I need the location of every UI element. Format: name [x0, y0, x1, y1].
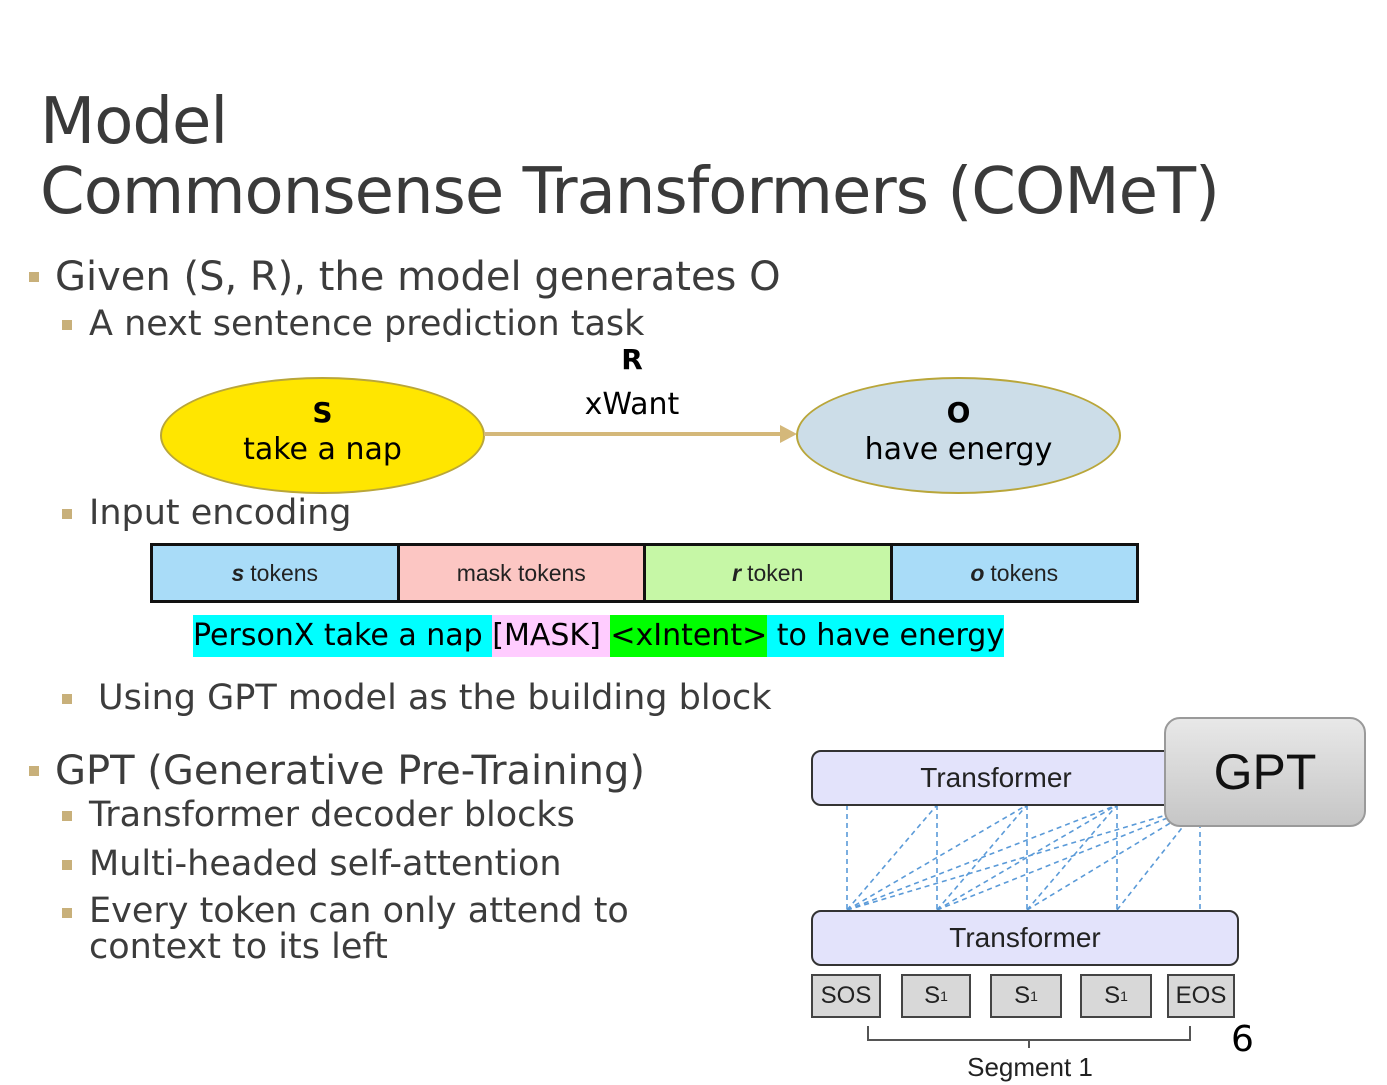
- bullet-marker: [29, 766, 39, 776]
- encoding-relation: <xIntent>: [610, 615, 768, 657]
- bullet-attend-left-line2: context to its left: [89, 927, 388, 967]
- token-segment-letter: s: [231, 559, 245, 586]
- token-segment-o: o tokens: [892, 546, 1136, 600]
- slide-title-line2: Commonsense Transformers (COMeT): [40, 155, 1220, 229]
- bullet-gpt: GPT (Generative Pre-Training): [55, 748, 645, 794]
- token-segment-label: token: [747, 559, 804, 586]
- slide-title-line1: Model: [40, 85, 228, 159]
- token-segment-s: s tokens: [153, 546, 400, 600]
- sequence-token-sos: SOS: [811, 974, 881, 1018]
- sequence-token-subscript: 1: [940, 988, 948, 1004]
- sequence-token-subscript: 1: [1120, 988, 1128, 1004]
- subject-ellipse: S take a nap: [160, 377, 485, 494]
- encoding-mask: [MASK]: [492, 615, 611, 657]
- relation-text: xWant: [584, 387, 680, 422]
- token-segment-letter: o: [970, 559, 985, 586]
- token-segment-mask: mask tokens: [399, 546, 646, 600]
- token-segment-letter: r: [732, 559, 742, 586]
- page-number: 6: [1231, 1019, 1254, 1060]
- relation-arrow: [484, 425, 797, 443]
- sequence-token-subscript: 1: [1030, 988, 1038, 1004]
- object-letter: O: [946, 396, 971, 429]
- bullet-self-attention: Multi-headed self-attention: [89, 844, 562, 884]
- transformer-block-bottom: Transformer: [811, 910, 1239, 966]
- token-segment-label: tokens: [250, 559, 319, 586]
- bullet-decoder-blocks: Transformer decoder blocks: [89, 795, 575, 835]
- object-ellipse: O have energy: [796, 377, 1121, 494]
- sequence-token-label: S: [1104, 982, 1121, 1009]
- token-bar: s tokens mask tokens r token o tokens: [150, 543, 1139, 603]
- bullet-input-encoding: Input encoding: [89, 493, 352, 533]
- bullet-marker: [29, 272, 39, 282]
- sequence-token-label: S: [1014, 982, 1031, 1009]
- sequence-token-eos: EOS: [1167, 974, 1235, 1018]
- sequence-token-label: S: [924, 982, 941, 1009]
- bullet-marker: [62, 694, 72, 704]
- bullet-marker: [62, 908, 72, 918]
- attention-lines: [846, 804, 1201, 911]
- gpt-badge: GPT: [1164, 717, 1366, 827]
- relation-letter: R: [621, 343, 643, 376]
- transformer-block-top: Transformer: [811, 750, 1181, 806]
- encoding-subject: PersonX take a nap: [193, 615, 493, 657]
- bullet-given-sr: Given (S, R), the model generates O: [55, 254, 781, 300]
- bullet-marker: [62, 811, 72, 821]
- subject-text: take a nap: [243, 432, 402, 467]
- segment-bracket: [867, 1026, 1191, 1048]
- bullet-attend-left-line1: Every token can only attend to: [89, 891, 629, 931]
- segment-label: Segment 1: [967, 1052, 1093, 1082]
- encoding-example: PersonX take a nap [MASK] <xIntent> to h…: [193, 615, 1005, 657]
- subject-letter: S: [312, 396, 333, 429]
- object-text: have energy: [864, 432, 1053, 467]
- bullet-marker: [62, 860, 72, 870]
- token-segment-r: r token: [646, 546, 893, 600]
- sequence-token-label: EOS: [1175, 982, 1227, 1009]
- bullet-next-sentence: A next sentence prediction task: [89, 304, 645, 344]
- token-segment-label: tokens: [990, 559, 1059, 586]
- token-segment-label: mask tokens: [456, 559, 586, 586]
- bullet-using-gpt: Using GPT model as the building block: [98, 678, 772, 718]
- bullet-marker: [62, 509, 72, 519]
- bullet-marker: [62, 320, 72, 330]
- sequence-token-label: SOS: [820, 982, 872, 1009]
- encoding-object: to have energy: [767, 615, 1005, 657]
